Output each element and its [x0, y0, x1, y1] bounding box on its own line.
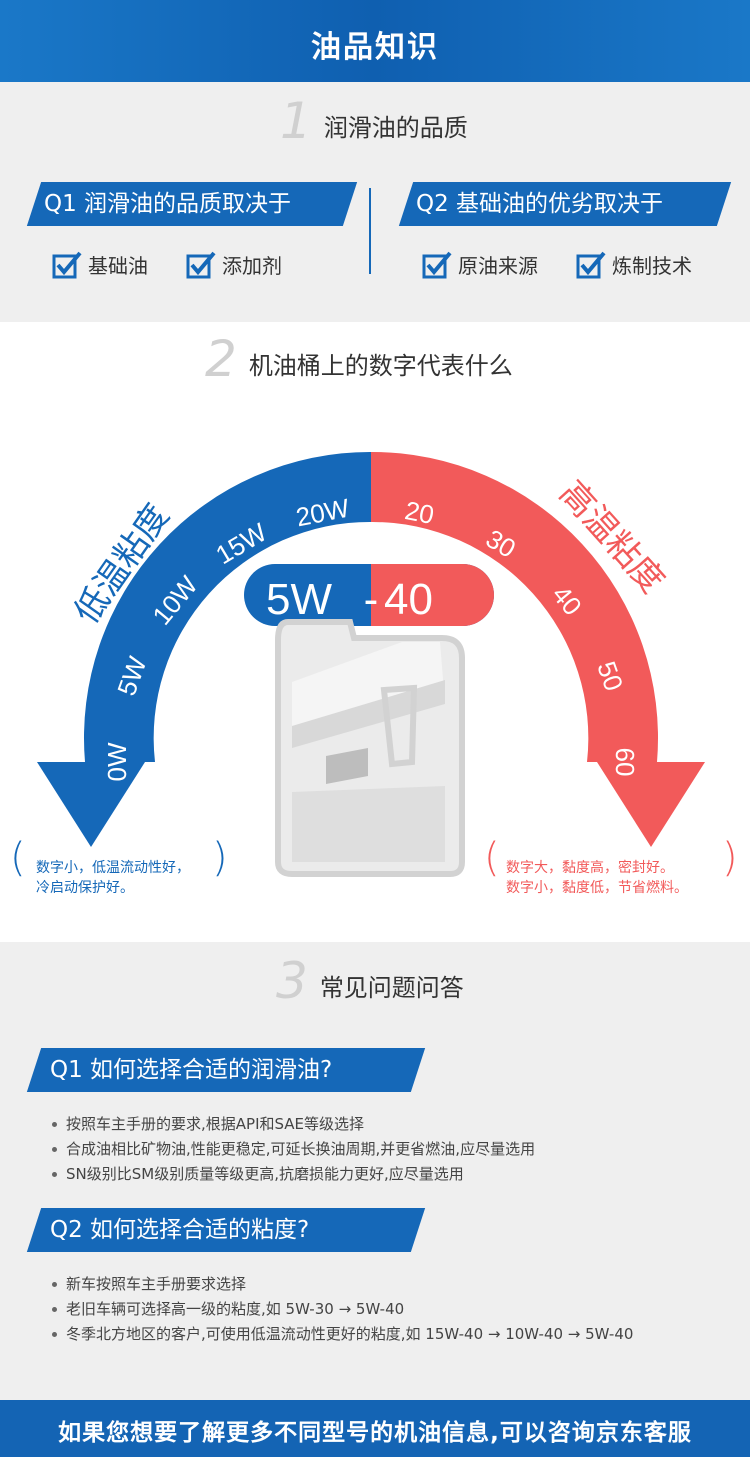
section-number: 1 [280, 92, 312, 150]
faq-q2-answer-list: 新车按照车主手册要求选择 老旧车辆可选择高一级的粘度,如 5W-30 → 5W-… [50, 1272, 633, 1347]
list-item: 合成油相比矿物油,性能更稳定,可延长换油周期,并更省燃油,应尽量选用 [50, 1137, 535, 1162]
q1-banner-label: Q1 润滑油的品质取决于 [44, 191, 292, 217]
high-note-line-2: 数字小，黏度低，节省燃料。 [506, 880, 688, 896]
low-temp-arrow-icon [37, 762, 145, 847]
section-1-heading: 1 润滑油的品质 [280, 96, 468, 146]
note-paren-close: ) [212, 835, 228, 881]
check-label: 炼制技术 [612, 254, 692, 278]
section-title: 润滑油的品质 [323, 114, 468, 142]
footer-text: 如果您想要了解更多不同型号的机油信息,可以咨询京东客服 [58, 1420, 692, 1446]
grade-tick-label: 20 [402, 495, 436, 530]
grade-badge-high: 40 [384, 575, 433, 624]
checkbox-checked-icon [52, 251, 82, 278]
check-label: 添加剂 [222, 254, 282, 278]
page-title: 油品知识 [311, 30, 439, 65]
list-item: 新车按照车主手册要求选择 [50, 1272, 633, 1297]
grade-tick-label: 0W [102, 742, 132, 781]
checkbox-checked-icon [186, 251, 216, 278]
check-label: 基础油 [88, 254, 148, 278]
checkbox-checked-icon [576, 251, 606, 278]
high-note-line-1: 数字大，黏度高，密封好。 [506, 860, 674, 876]
high-temp-arc [371, 451, 659, 762]
section-number: 3 [276, 952, 308, 1010]
check-item: 基础油 [52, 250, 148, 279]
note-paren-close: ) [722, 835, 738, 881]
note-paren-open: ( [484, 835, 500, 881]
check-item: 原油来源 [422, 250, 538, 279]
grade-tick-label: 60 [610, 748, 640, 777]
section-number: 2 [205, 330, 237, 388]
check-item: 添加剂 [186, 250, 282, 279]
low-temp-arc [83, 451, 371, 762]
grade-badge-right [371, 564, 494, 626]
check-item: 炼制技术 [576, 250, 692, 279]
oil-jug-icon [275, 619, 465, 877]
list-item: 按照车主手册的要求,根据API和SAE等级选择 [50, 1112, 535, 1137]
faq-q1-label: Q1 如何选择合适的润滑油? [50, 1057, 333, 1083]
section-3-heading: 3 常见问题问答 [276, 956, 464, 1006]
checkbox-checked-icon [422, 251, 452, 278]
list-item: 冬季北方地区的客户,可使用低温流动性更好的粘度,如 15W-40 → 10W-4… [50, 1322, 633, 1347]
section-title: 常见问题问答 [319, 974, 464, 1002]
list-item: SN级别比SM级别质量等级更高,抗磨损能力更好,应尽量选用 [50, 1162, 535, 1187]
note-paren-open: ( [10, 835, 26, 881]
footer-banner: 如果您想要了解更多不同型号的机油信息,可以咨询京东客服 [0, 1400, 750, 1457]
faq-q1-answer-list: 按照车主手册的要求,根据API和SAE等级选择 合成油相比矿物油,性能更稳定,可… [50, 1112, 535, 1187]
divider [369, 188, 371, 274]
faq-q2-label: Q2 如何选择合适的粘度? [50, 1217, 310, 1243]
low-note-line-2: 冷启动保护好。 [36, 880, 134, 896]
section-2-heading: 2 机油桶上的数字代表什么 [205, 334, 513, 384]
low-note-line-1: 数字小，低温流动性好， [36, 860, 190, 876]
list-item: 老旧车辆可选择高一级的粘度,如 5W-30 → 5W-40 [50, 1297, 633, 1322]
section-faq [0, 942, 750, 1400]
page-header: 油品知识 [0, 0, 750, 82]
high-temp-arrow-icon [597, 762, 705, 847]
q2-banner-label: Q2 基础油的优劣取决于 [416, 191, 664, 217]
grade-badge-dash: - [364, 575, 379, 624]
check-label: 原油来源 [458, 254, 538, 278]
grade-badge-low: 5W [266, 575, 332, 624]
section-title: 机油桶上的数字代表什么 [248, 352, 513, 380]
